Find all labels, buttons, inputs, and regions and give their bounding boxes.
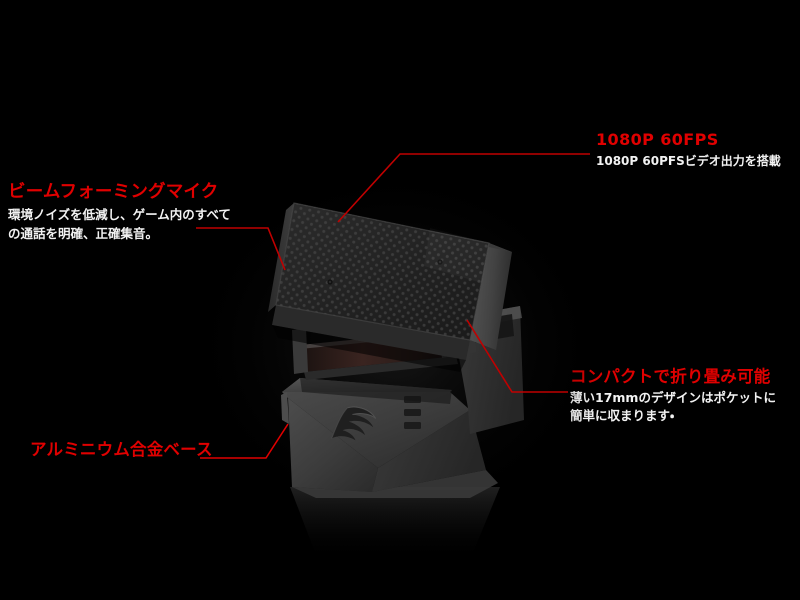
callout-aluminum-base: アルミニウム合金ベース	[30, 440, 213, 459]
microphone-panel	[268, 202, 512, 372]
callout-foldable: コンパクトで折り畳み可能 薄い17mmのデザインはポケットに 簡単に収まります・	[570, 368, 776, 426]
callout-body-foldable: 薄い17mmのデザインはポケットに 簡単に収まります・	[570, 390, 776, 424]
callout-video-output: 1080P 60FPS 1080P 60PFSビデオ出力を搭載	[596, 130, 781, 170]
base-reflection	[290, 487, 500, 560]
leader-line-mic	[196, 227, 286, 271]
leader-line-base	[200, 423, 289, 459]
callout-title-video-output: 1080P 60FPS	[596, 130, 719, 149]
callout-beamforming-mic: ビームフォーミングマイク 環境ノイズを低減し、ゲーム内のすべて の通話を明確、正…	[8, 183, 231, 243]
callout-title-aluminum-base: アルミニウム合金ベース	[30, 440, 213, 459]
aluminum-base	[281, 306, 524, 560]
leader-line-foldable	[466, 319, 568, 393]
callout-body-beamforming-mic: 環境ノイズを低減し、ゲーム内のすべて の通話を明確、正確集音。	[8, 207, 231, 241]
callout-title-beamforming-mic: ビームフォーミングマイク	[8, 182, 219, 202]
rog-logo	[331, 406, 377, 441]
callout-body-video-output: 1080P 60PFSビデオ出力を搭載	[596, 153, 781, 168]
callout-title-foldable: コンパクトで折り畳み可能	[570, 367, 771, 386]
leader-line-video	[337, 153, 590, 223]
